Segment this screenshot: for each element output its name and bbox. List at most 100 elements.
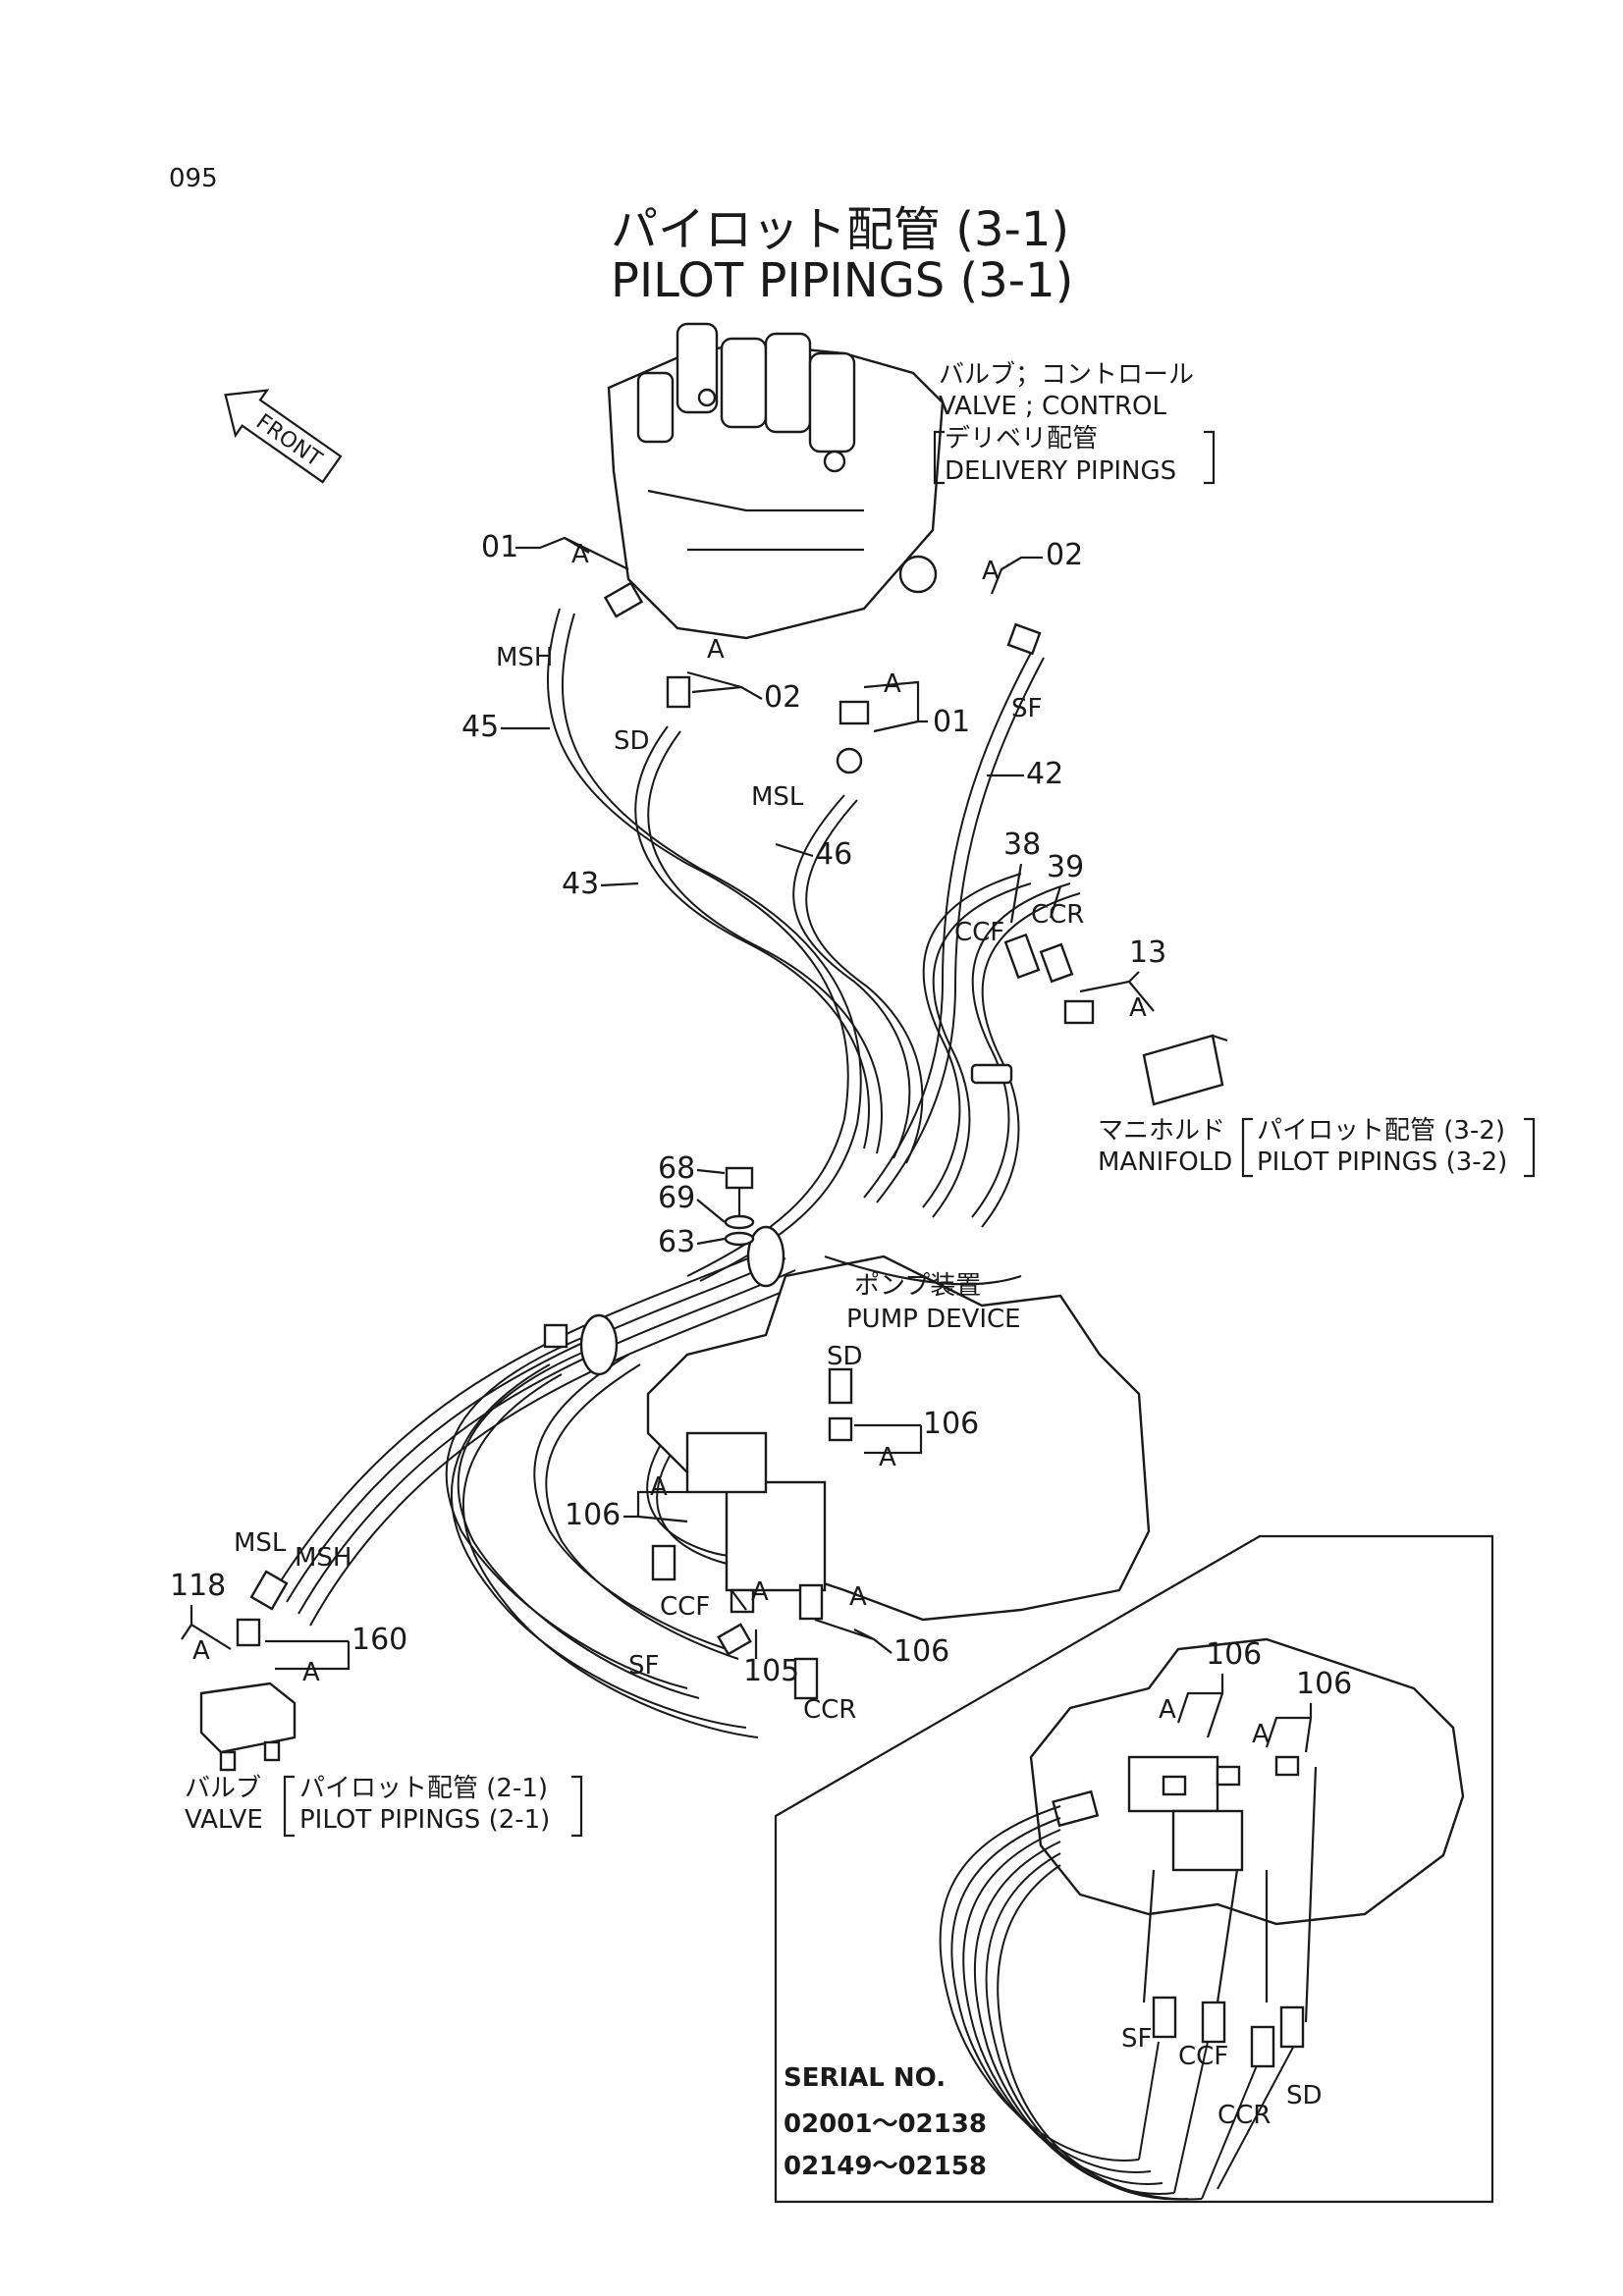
serial-range-1: 02001～02138 — [784, 2109, 987, 2139]
part-46: 46 — [815, 837, 852, 872]
detail-a-160: A — [302, 1658, 320, 1687]
leader-106-a — [854, 1423, 923, 1455]
leader-02-mid — [686, 670, 763, 700]
detail-a-02-mid: A — [707, 635, 725, 665]
detail-a-106-c: A — [849, 1582, 867, 1612]
manifold-drawing — [1142, 1034, 1228, 1106]
valve-bracket-left — [283, 1775, 295, 1838]
part-01-upper: 01 — [481, 530, 518, 564]
tag-ccf-pump: CCF — [660, 1592, 710, 1622]
detail-a-inset-b: A — [1252, 1720, 1270, 1749]
hose-clamp — [543, 1063, 1013, 1376]
delivery-bracket-right — [1204, 430, 1216, 485]
detail-a-02: A — [982, 557, 1000, 586]
tag-ccf-inset: CCF — [1178, 2042, 1228, 2071]
tag-msl-lower: MSL — [234, 1528, 287, 1558]
hose-bundle — [546, 608, 1081, 1282]
manifold-bracket-left — [1241, 1117, 1253, 1178]
serial-label: SERIAL NO. — [784, 2063, 946, 2093]
delivery-bracket-left — [933, 430, 945, 485]
leader-106-c — [814, 1618, 893, 1654]
leader-43 — [600, 881, 639, 887]
part-106-inset-a: 106 — [1206, 1637, 1262, 1672]
part-106-c: 106 — [893, 1634, 949, 1669]
part-39: 39 — [1047, 850, 1084, 884]
tag-sd-pump: SD — [827, 1342, 863, 1371]
part-42: 42 — [1026, 757, 1063, 791]
leader-68-69-63 — [696, 1168, 726, 1246]
leader-01-mid — [863, 680, 928, 733]
control-valve-jp: バルブ；コントロール — [939, 360, 1194, 390]
delivery-pipings-en: DELIVERY PIPINGS — [945, 456, 1176, 486]
leader-106-inset-a — [1176, 1674, 1224, 1738]
manifold-bracket-right — [1524, 1117, 1536, 1178]
title-en: PILOT PIPINGS (3-1) — [611, 253, 1073, 308]
leader-01 — [515, 536, 629, 570]
detail-a-105: A — [751, 1577, 769, 1607]
manifold-jp: マニホルド — [1098, 1116, 1225, 1146]
front-arrow-icon: FRONT — [224, 389, 343, 484]
leader-160 — [265, 1639, 351, 1671]
detail-a-13: A — [1129, 993, 1147, 1023]
leader-105 — [730, 1589, 758, 1659]
leader-106-inset-b — [1265, 1703, 1313, 1753]
control-valve-drawing — [607, 322, 945, 640]
part-68: 68 — [658, 1151, 695, 1186]
part-43: 43 — [562, 867, 599, 901]
part-63: 63 — [658, 1225, 695, 1259]
fittings — [236, 581, 1095, 1700]
part-106-inset-b: 106 — [1296, 1667, 1352, 1701]
pilot-3-2-en: PILOT PIPINGS (3-2) — [1257, 1148, 1507, 1177]
serial-range-2: 02149～02158 — [784, 2152, 987, 2181]
part-45: 45 — [461, 710, 499, 744]
part-38: 38 — [1003, 828, 1041, 862]
lower-valve-drawing — [199, 1682, 297, 1772]
pump-device-en: PUMP DEVICE — [846, 1305, 1021, 1334]
tag-msl-upper: MSL — [751, 782, 804, 812]
leader-13 — [1079, 971, 1155, 1012]
part-02-upper: 02 — [1046, 538, 1083, 572]
delivery-pipings-jp: デリベリ配管 — [945, 424, 1098, 454]
leader-02 — [990, 556, 1043, 595]
serial-inset — [774, 1534, 1494, 2204]
part-02-mid: 02 — [764, 680, 801, 715]
detail-a-106-a: A — [879, 1443, 896, 1472]
tag-sf-inset: SF — [1121, 2024, 1152, 2054]
leader-106-b — [623, 1490, 688, 1523]
detail-a-inset-a: A — [1159, 1695, 1176, 1725]
tag-ccr-upper: CCR — [1031, 900, 1084, 930]
part-105: 105 — [743, 1654, 799, 1688]
pilot-2-1-jp: パイロット配管 (2-1) — [299, 1774, 548, 1803]
tag-sd-inset: SD — [1286, 2081, 1323, 2110]
tag-ccf-upper: CCF — [954, 918, 1004, 947]
detail-a-118: A — [192, 1636, 210, 1666]
hose-bundle-lower — [274, 1246, 826, 1738]
part-106-a: 106 — [923, 1407, 979, 1441]
bolt-icon — [724, 1166, 755, 1247]
leader-46 — [775, 842, 814, 858]
pump-device-drawing — [646, 1255, 1151, 1622]
part-69: 69 — [658, 1181, 695, 1215]
tag-msh-upper: MSH — [496, 643, 554, 672]
valve-en: VALVE — [185, 1805, 263, 1835]
detail-a-106-b: A — [650, 1472, 668, 1502]
tag-sf-pump: SF — [628, 1651, 659, 1681]
tag-ccr-pump: CCR — [803, 1695, 856, 1725]
control-valve-en: VALVE ; CONTROL — [939, 392, 1167, 421]
leader-118 — [181, 1605, 232, 1650]
part-118: 118 — [170, 1569, 226, 1603]
part-13: 13 — [1129, 935, 1166, 970]
title-jp: パイロット配管 (3-1) — [611, 202, 1069, 257]
tag-sf-upper: SF — [1011, 694, 1042, 723]
pump-device-jp: ポンプ装置 — [854, 1271, 981, 1301]
part-01-mid: 01 — [933, 705, 970, 739]
tag-msh-lower: MSH — [295, 1543, 352, 1573]
part-106-b: 106 — [565, 1498, 621, 1532]
leader-38-39 — [1009, 863, 1062, 924]
part-160: 160 — [352, 1623, 407, 1657]
valve-bracket-right — [571, 1775, 583, 1838]
manifold-en: MANIFOLD — [1098, 1148, 1232, 1177]
pilot-2-1-en: PILOT PIPINGS (2-1) — [299, 1805, 550, 1835]
tag-sd-upper: SD — [614, 726, 650, 756]
page-number: 095 — [169, 164, 218, 193]
